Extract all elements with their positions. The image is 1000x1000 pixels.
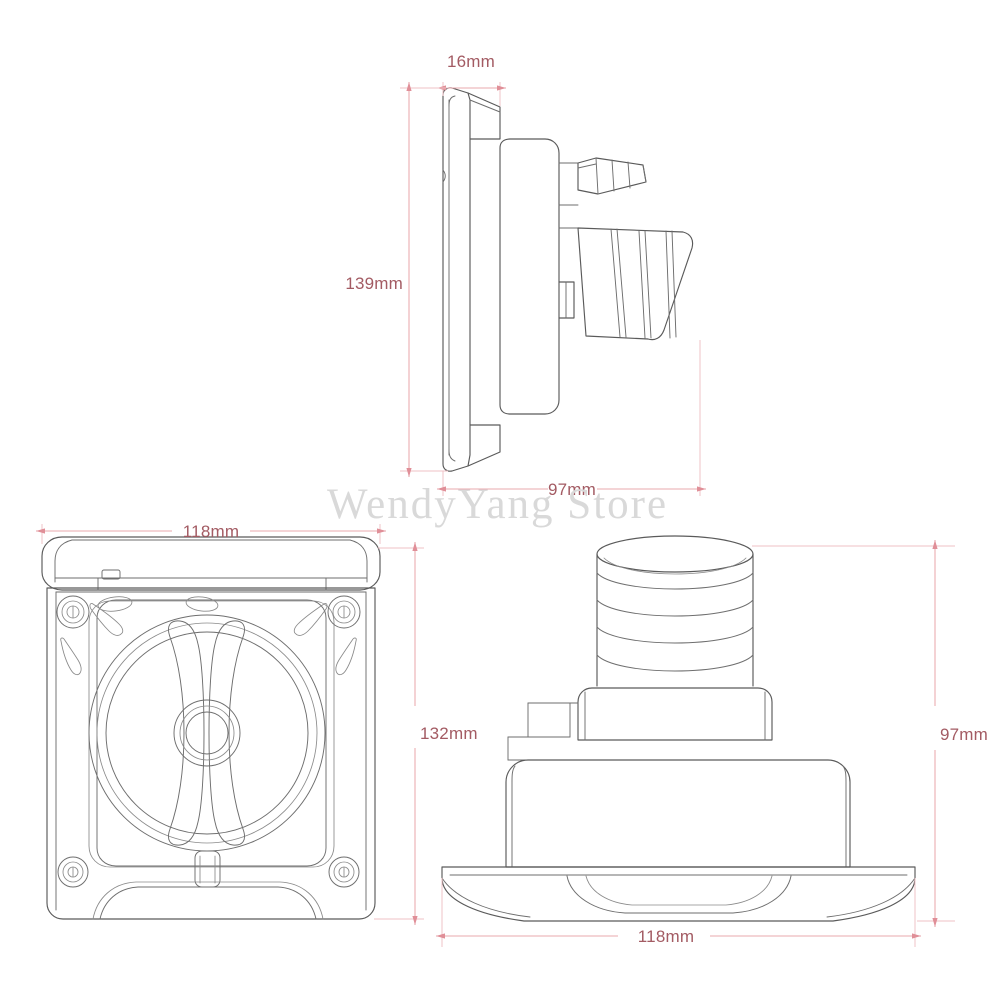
upper-hose-barb (577, 157, 647, 195)
dim-97mm-depth-label: 97mm (548, 480, 596, 499)
dim-139mm-label: 139mm (345, 274, 403, 293)
upper-collar (577, 687, 773, 741)
dim-97mm-height: 97mm (752, 540, 988, 927)
circular-cap-face (88, 614, 326, 852)
hinge-lid (41, 536, 381, 591)
dim-118mm-base: 118mm (436, 878, 921, 947)
dim-97mm-height-label: 97mm (940, 725, 988, 744)
screw-boss-top-right (327, 595, 361, 629)
store-watermark: WendyYang Store (327, 481, 668, 528)
dim-118mm-width-label: 118mm (183, 522, 239, 541)
screw-boss-bottom-right (328, 856, 360, 888)
dim-118mm-width: 118mm (36, 522, 386, 544)
latch-tab (194, 850, 221, 888)
flange-taper (467, 92, 501, 467)
flange-grip-channel (566, 875, 792, 914)
base-flange (441, 866, 916, 922)
screw-boss-top-left (56, 595, 90, 629)
outer-body-square (46, 587, 376, 920)
body-housing (505, 759, 851, 868)
barbed-spigot (596, 535, 754, 687)
screw-boss-bottom-left (57, 856, 89, 888)
bottom-skirt (92, 881, 324, 920)
screw-bosses (56, 595, 361, 888)
side-lug (558, 281, 575, 319)
inner-bezel (88, 599, 335, 868)
dim-97mm-depth: 97mm (437, 340, 706, 499)
left-step-tabs (507, 702, 606, 761)
wing-grip (167, 620, 246, 846)
dim-16mm: 16mm (437, 52, 506, 106)
corner-ribs (60, 596, 357, 676)
rear-elevation-view: 97mm 118mm (436, 535, 988, 947)
dim-139mm: 139mm (345, 82, 448, 477)
flange-plate (442, 87, 471, 472)
dim-132mm-label: 132mm (420, 724, 478, 743)
dim-118mm-base-label: 118mm (638, 927, 694, 946)
main-body (499, 138, 579, 415)
front-face-view: 118mm 132mm (36, 522, 478, 925)
center-hub (173, 699, 241, 767)
side-profile-view: 16mm 139mm 97mm (345, 52, 706, 499)
main-hose-barb (577, 227, 694, 341)
dim-132mm: 132mm (374, 542, 478, 925)
dim-16mm-label: 16mm (447, 52, 495, 71)
